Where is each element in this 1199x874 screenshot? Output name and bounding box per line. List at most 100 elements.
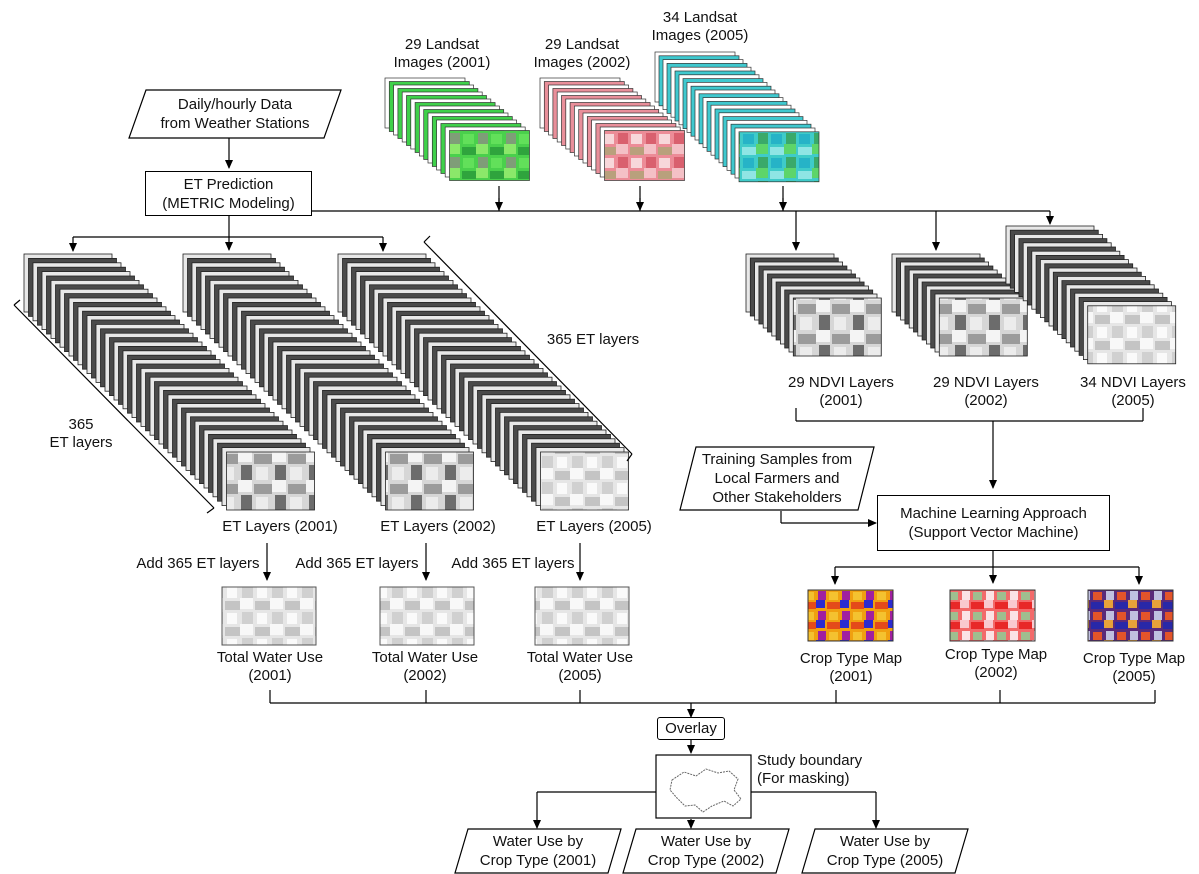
ndvi-2001-line2: (2001) (819, 392, 863, 409)
ndvi-2001-stack-layer (792, 297, 882, 357)
crop-map-2001-line2: (2001) (829, 668, 873, 685)
et-stack-2005-layer (540, 451, 629, 511)
total-water-2001-line2: (2001) (248, 667, 292, 684)
crop-map-2002-line1: Crop Type Map (944, 646, 1048, 663)
crop-map-2002 (949, 589, 1036, 642)
total-water-2005-line2: (2005) (558, 667, 602, 684)
ml-line1: Machine Learning Approach (900, 505, 1087, 522)
overlay-box: Overlay (657, 717, 725, 740)
total-water-2002-line2: (2002) (403, 667, 447, 684)
landsat-2005-stack (654, 51, 820, 183)
ndvi-2001-line1: 29 NDVI Layers (788, 374, 894, 391)
landsat-2005-label: 34 Landsat Images (2005) (650, 9, 750, 45)
et-brace-right-label: 365 ET layers (546, 331, 640, 348)
landsat-2005-stack-layer (738, 131, 820, 183)
weather-line1: Daily/hourly Data (177, 96, 293, 113)
image-stacks (23, 51, 1177, 511)
et-prediction-line2: (METRIC Modeling) (162, 194, 295, 212)
et-brace-left-line2: ET layers (49, 434, 113, 451)
et-layers-2005-label: ET Layers (2005) (536, 518, 652, 535)
et-prediction-box: ET Prediction (METRIC Modeling) (145, 171, 312, 216)
study-boundary-map (655, 754, 752, 819)
add-et-2001-label: Add 365 ET layers (136, 555, 260, 572)
et-brace-left-line1: 365 (68, 416, 94, 433)
output-2005: Water Use by Crop Type (2005) (801, 828, 969, 874)
et-stack-2005 (337, 253, 629, 511)
study-boundary-line2: (For masking) (757, 770, 850, 787)
weather-line2: from Weather Stations (160, 115, 310, 132)
et-layers-2001-label: ET Layers (2001) (222, 518, 338, 535)
training-line1: Training Samples from (701, 451, 853, 468)
output-2002-line1: Water Use by (660, 833, 752, 850)
crop-map-2005 (1087, 589, 1174, 642)
landsat-2002-stack-layer (604, 130, 685, 181)
landsat-2005-line2: Images (2005) (651, 27, 749, 44)
connectors (13, 138, 1156, 829)
total-water-2001-line1: Total Water Use (216, 649, 324, 666)
output-2001: Water Use by Crop Type (2001) (454, 828, 622, 874)
landsat-2002-label: 29 Landsat Images (2002) (532, 36, 632, 72)
ndvi-2002-line1: 29 NDVI Layers (933, 374, 1039, 391)
landsat-2001-line2: Images (2001) (393, 54, 491, 71)
overlay-label: Overlay (665, 720, 717, 737)
total-water-2001-label: Total Water Use (2001) (205, 649, 335, 685)
ndvi-2001-label: 29 NDVI Layers (2001) (776, 374, 906, 410)
landsat-2001-stack (384, 77, 530, 181)
et-stack-2001 (23, 253, 315, 511)
landsat-2002-line1: 29 Landsat (544, 36, 620, 53)
ndvi-2005-line2: (2005) (1111, 392, 1155, 409)
output-2001-line1: Water Use by (492, 833, 584, 850)
add-et-2005-label: Add 365 ET layers (451, 555, 575, 572)
total-water-map-2002 (379, 586, 475, 646)
add-et-2002-label: Add 365 ET layers (295, 555, 419, 572)
output-2005-line1: Water Use by (839, 833, 931, 850)
ndvi-2005-label: 34 NDVI Layers (2005) (1068, 374, 1198, 410)
et-stack-2002 (182, 253, 474, 511)
total-water-map-2001 (221, 586, 317, 646)
crop-map-2001-line1: Crop Type Map (799, 650, 903, 667)
et-stack-2002-layer (385, 451, 474, 511)
ml-line2: (Support Vector Machine) (908, 524, 1079, 541)
crop-map-2002-line2: (2002) (974, 664, 1018, 681)
landsat-2002-line2: Images (2002) (533, 54, 631, 71)
landsat-2001-stack-layer (449, 130, 530, 181)
et-brace-left-label: 365 ET layers (46, 416, 116, 452)
landsat-2001-line1: 29 Landsat (404, 36, 480, 53)
crop-map-2001 (807, 589, 894, 642)
study-boundary-label: Study boundary (For masking) (757, 752, 862, 788)
total-water-map-2005 (534, 586, 630, 646)
ndvi-2005-stack-layer (1087, 305, 1177, 365)
study-boundary-line1: Study boundary (757, 752, 863, 769)
ml-approach-box: Machine Learning Approach (Support Vecto… (877, 495, 1110, 551)
total-water-2002-label: Total Water Use (2002) (360, 649, 490, 685)
ndvi-2001-stack (745, 253, 882, 357)
weather-data-input: Daily/hourly Data from Weather Stations (128, 89, 342, 139)
landsat-2001-label: 29 Landsat Images (2001) (392, 36, 492, 72)
total-water-2005-label: Total Water Use (2005) (515, 649, 645, 685)
ndvi-2002-stack (891, 253, 1028, 357)
training-samples-input: Training Samples from Local Farmers and … (679, 446, 875, 511)
output-2005-line2: Crop Type (2005) (826, 852, 944, 869)
ndvi-2002-line2: (2002) (964, 392, 1008, 409)
crop-map-2002-label: Crop Type Map (2002) (931, 646, 1061, 682)
crop-map-2005-label: Crop Type Map (2005) (1069, 650, 1199, 686)
crop-map-2001-label: Crop Type Map (2001) (786, 650, 916, 686)
training-line3: Other Stakeholders (712, 489, 842, 506)
output-2002-line2: Crop Type (2002) (647, 852, 765, 869)
output-2001-line2: Crop Type (2001) (479, 852, 597, 869)
crop-map-2005-line1: Crop Type Map (1082, 650, 1186, 667)
ndvi-2005-stack (1005, 225, 1177, 365)
ndvi-2002-stack-layer (938, 297, 1028, 357)
ndvi-2002-label: 29 NDVI Layers (2002) (921, 374, 1051, 410)
total-water-2002-line1: Total Water Use (371, 649, 479, 666)
output-2002: Water Use by Crop Type (2002) (622, 828, 790, 874)
ndvi-2005-line1: 34 NDVI Layers (1080, 374, 1186, 391)
training-line2: Local Farmers and (714, 470, 840, 487)
crop-map-2005-line2: (2005) (1112, 668, 1156, 685)
landsat-2002-stack (539, 77, 685, 181)
et-prediction-line1: ET Prediction (183, 175, 274, 193)
et-layers-2002-label: ET Layers (2002) (380, 518, 496, 535)
et-stack-2001-layer (226, 451, 315, 511)
total-water-2005-line1: Total Water Use (526, 649, 634, 666)
